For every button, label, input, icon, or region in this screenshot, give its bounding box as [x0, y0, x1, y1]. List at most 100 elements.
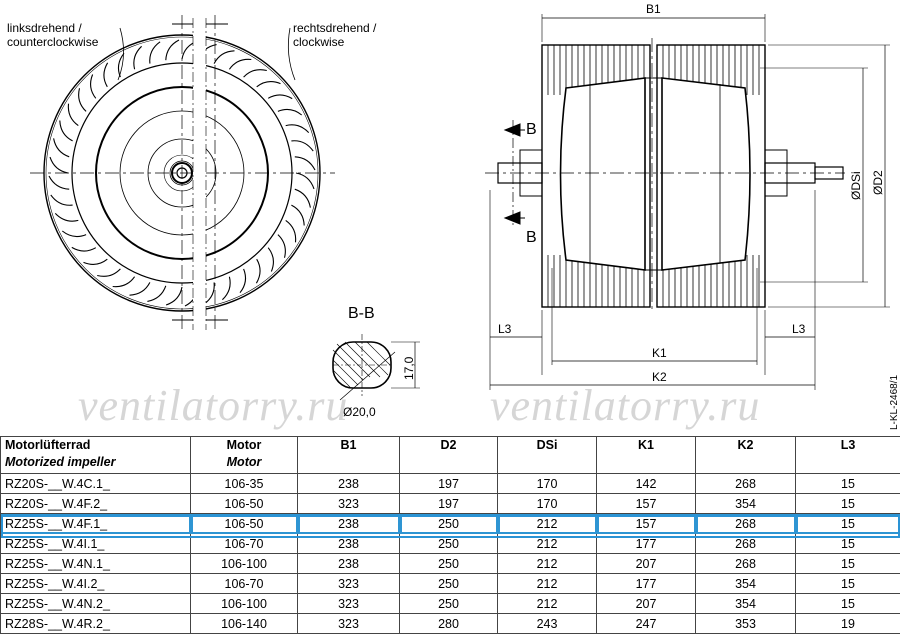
value-cell: 238 — [297, 533, 400, 554]
l3-label-left: L3 — [498, 322, 512, 336]
section-arrow-label-bottom: B — [526, 229, 537, 246]
value-cell: 250 — [399, 573, 498, 594]
impeller-blade — [295, 172, 315, 190]
impeller-blade — [83, 258, 108, 265]
value-cell: 106-70 — [190, 573, 298, 594]
impeller-blade — [294, 156, 316, 171]
label-cw-de: rechtsdrehend / — [293, 21, 377, 35]
value-cell: 250 — [399, 593, 498, 614]
value-cell: 250 — [399, 533, 498, 554]
value-cell: 207 — [596, 553, 696, 574]
front-view — [30, 15, 335, 330]
section-bb: B-B — [332, 305, 420, 401]
technical-drawing: linksdrehend / counterclockwise rechtsdr… — [7, 2, 900, 430]
impeller-blade — [291, 204, 305, 226]
impeller-blade — [255, 258, 261, 284]
impeller-blade — [49, 156, 69, 174]
section-title: B-B — [348, 305, 375, 322]
value-cell: 19 — [795, 613, 900, 634]
model-cell: RZ20S-__W.4C.1_ — [0, 473, 191, 494]
value-cell: 268 — [695, 553, 796, 574]
model-cell: RZ25S-__W.4N.1_ — [0, 553, 191, 574]
value-cell: 354 — [695, 593, 796, 614]
impeller-blade — [277, 234, 286, 258]
label-ccw-de: linksdrehend / — [7, 21, 82, 35]
impeller-blade — [147, 285, 167, 302]
impeller-blade — [243, 69, 267, 78]
value-cell: 212 — [497, 553, 597, 574]
model-cell: RZ28S-__W.4R.2_ — [0, 613, 191, 634]
value-cell: 142 — [596, 473, 696, 494]
value-cell: 212 — [497, 593, 597, 614]
impeller-blade — [61, 230, 87, 238]
value-cell: 177 — [596, 573, 696, 594]
value-cell: 15 — [795, 533, 900, 554]
impeller-blade — [90, 74, 97, 99]
value-cell: 106-50 — [190, 493, 298, 514]
impeller-blade — [256, 81, 281, 88]
value-cell: 212 — [497, 513, 597, 534]
impeller-blade — [294, 188, 311, 208]
impeller-blade — [291, 140, 314, 152]
impeller-blade — [53, 138, 70, 158]
value-cell: 268 — [695, 473, 796, 494]
value-cell: 323 — [297, 613, 400, 634]
header-b1: B1 — [297, 436, 400, 474]
value-cell: 250 — [399, 553, 498, 574]
impeller-blade — [228, 58, 252, 70]
value-cell: 106-100 — [190, 593, 298, 614]
dsi-label: ØDSi — [849, 171, 863, 200]
value-cell: 106-35 — [190, 473, 298, 494]
k2-label: K2 — [652, 370, 667, 384]
impeller-blade — [103, 62, 109, 88]
value-cell: 354 — [695, 573, 796, 594]
value-cell: 15 — [795, 573, 900, 594]
value-cell: 15 — [795, 473, 900, 494]
value-cell: 106-140 — [190, 613, 298, 634]
label-ccw-en: counterclockwise — [7, 35, 99, 49]
value-cell: 323 — [297, 593, 400, 614]
l3-label-right: L3 — [792, 322, 806, 336]
impeller-blade — [267, 94, 293, 100]
impeller-blade — [285, 124, 310, 133]
header-dsi: DSi — [497, 436, 597, 474]
impeller-blade — [277, 108, 303, 116]
value-cell: 106-100 — [190, 553, 298, 574]
value-cell: 207 — [596, 593, 696, 614]
impeller-blade — [213, 50, 235, 64]
model-cell: RZ20S-__W.4F.2_ — [0, 493, 191, 514]
value-cell: 197 — [399, 493, 498, 514]
section-arrow-label-top: B — [526, 121, 537, 138]
impeller-blade — [267, 247, 274, 272]
impeller-blade — [129, 282, 151, 296]
value-cell: 353 — [695, 613, 796, 634]
impeller-blade — [112, 276, 136, 288]
impeller-blade — [165, 286, 183, 306]
value-cell: 212 — [497, 533, 597, 554]
side-view — [485, 14, 890, 390]
header-l3: L3 — [795, 436, 900, 474]
impeller-blade — [285, 219, 297, 243]
b1-label: B1 — [646, 2, 661, 16]
model-cell: RZ25S-__W.4F.1_ — [0, 513, 191, 534]
impeller-blade — [165, 39, 180, 61]
impeller-blade — [48, 175, 70, 190]
impeller-blade — [97, 268, 121, 277]
value-cell: 238 — [297, 553, 400, 574]
impeller-blade — [133, 45, 142, 70]
impeller-blade — [222, 276, 231, 301]
value-cell: 268 — [695, 533, 796, 554]
value-cell: 170 — [497, 473, 597, 494]
value-cell: 247 — [596, 613, 696, 634]
